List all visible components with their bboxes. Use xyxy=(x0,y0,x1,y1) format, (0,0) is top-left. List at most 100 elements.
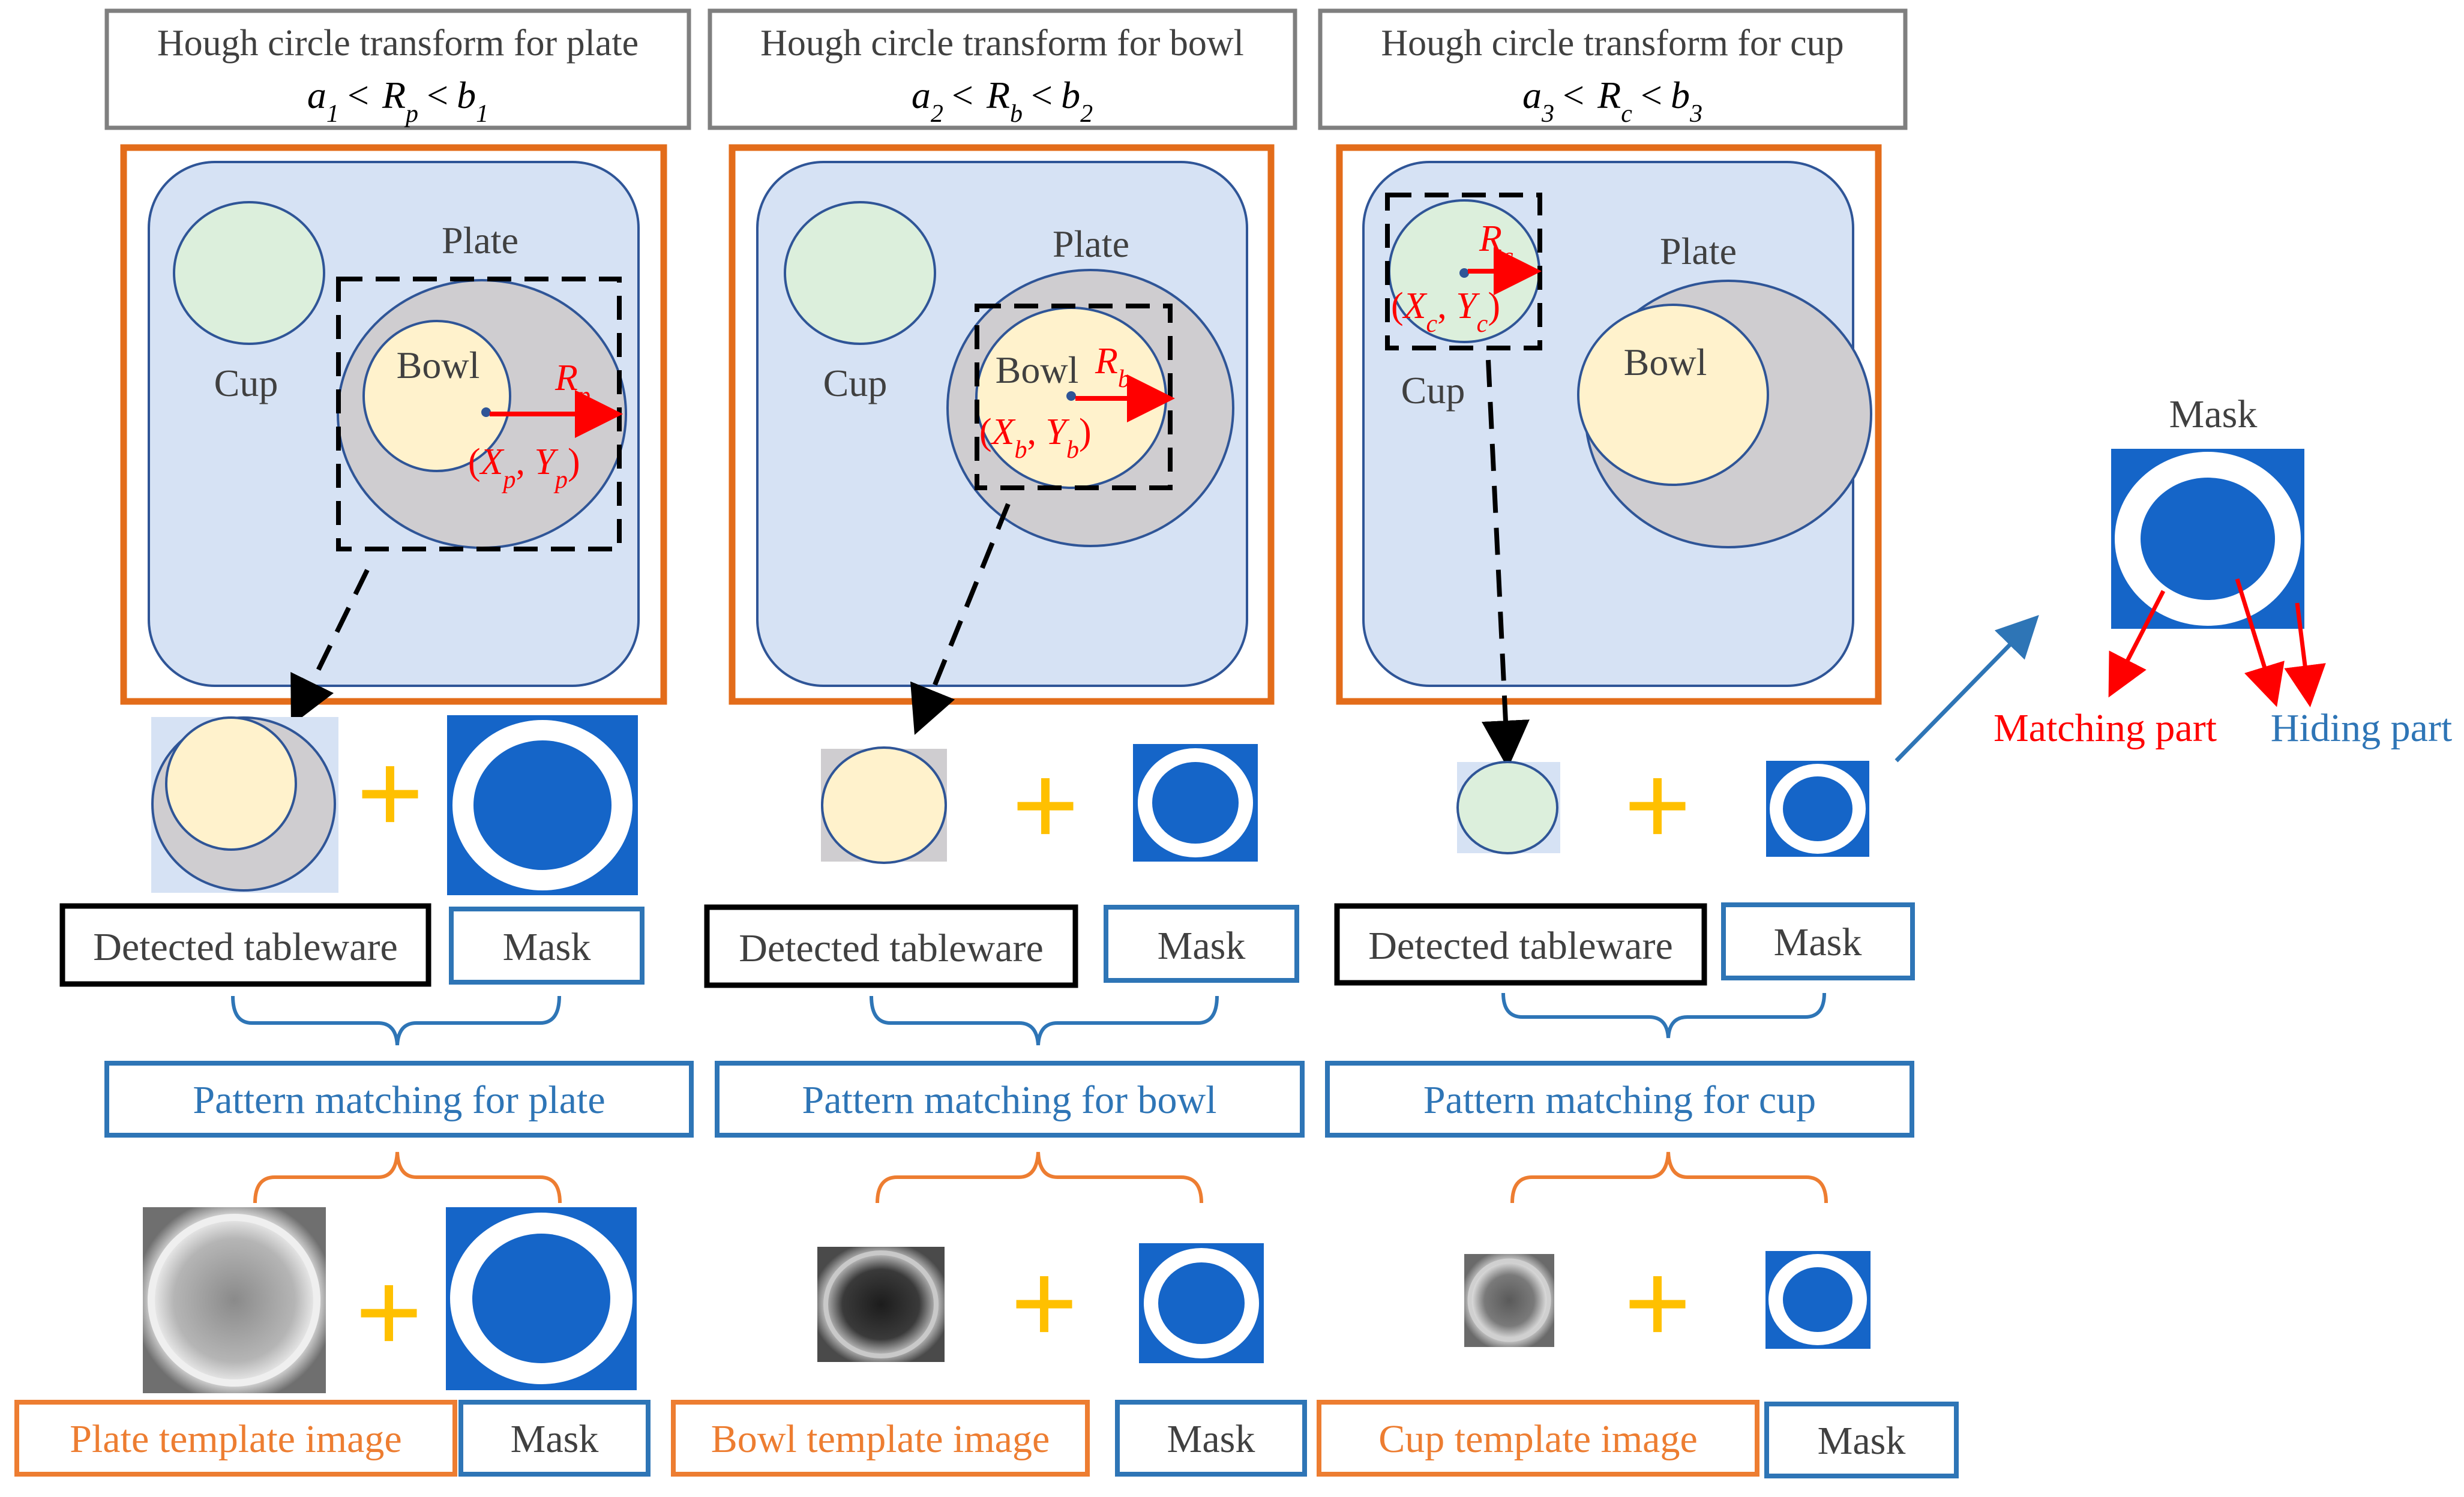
plus-sign: + xyxy=(1010,1238,1078,1370)
brace-blue-cup xyxy=(1501,992,1826,1039)
template-photo-plate xyxy=(143,1207,326,1393)
pattern-box-cup xyxy=(1325,1061,1914,1138)
template-label-plate: Plate template image xyxy=(70,1417,401,1461)
template-box-cup xyxy=(1317,1400,1759,1477)
center-point-cup xyxy=(1459,268,1469,278)
pattern-box-bowl xyxy=(715,1061,1305,1138)
detected-box-plate xyxy=(59,903,431,987)
plus-sign: + xyxy=(1623,740,1692,872)
plus-sign: + xyxy=(1623,1238,1692,1370)
mask-legend: Mask Matching part Hiding part xyxy=(1895,392,2452,763)
mask-center xyxy=(472,1234,610,1363)
mask-label-cup: Mask xyxy=(1774,920,1862,964)
pattern-label-plate: Pattern matching for plate xyxy=(193,1078,605,1122)
brace-orange-plate xyxy=(253,1151,562,1204)
mask-box-cup xyxy=(1721,902,1915,980)
center-point-plate xyxy=(481,407,491,417)
plus-sign: + xyxy=(356,728,424,860)
template-mask-label-bowl: Mask xyxy=(1167,1417,1255,1461)
template-mask-label-plate: Mask xyxy=(511,1417,599,1461)
center-label-plate: (Xp, Yp) xyxy=(468,442,580,494)
center-point-bowl xyxy=(1066,391,1076,401)
legend-mask-center xyxy=(2141,478,2275,600)
detected-label-plate: Detected tableware xyxy=(93,925,398,969)
matching-arrow xyxy=(2108,590,2166,698)
brace-orange-cup xyxy=(1510,1151,1828,1204)
template-box-bowl xyxy=(671,1400,1090,1477)
template-mask-box-cup xyxy=(1764,1402,1959,1478)
brace-blue-plate xyxy=(231,995,561,1046)
plus-sign: + xyxy=(355,1247,423,1379)
column-plate: Hough circle transform for plate a1<Rp<b… xyxy=(14,8,694,1477)
condition-bowl: a2<Rb<b2 xyxy=(912,74,1093,128)
title-bowl: Hough circle transform for bowl xyxy=(760,23,1244,64)
cup-shape xyxy=(173,201,325,345)
template-cup-rim xyxy=(1467,1258,1551,1342)
plus-sign: + xyxy=(1011,740,1080,872)
mask-label-bowl: Mask xyxy=(1158,924,1246,968)
crop-arrow-cup xyxy=(1481,359,1530,769)
bowl-label: Bowl xyxy=(996,349,1079,391)
detected-label-bowl: Detected tableware xyxy=(739,926,1044,970)
cup-label: Cup xyxy=(214,362,278,404)
pattern-label-bowl: Pattern matching for bowl xyxy=(802,1078,1216,1122)
hiding-part-label: Hiding part xyxy=(2271,706,2452,750)
hiding-arrow-2 xyxy=(2284,602,2326,707)
plate-label: Plate xyxy=(1053,223,1129,265)
brace-orange-bowl xyxy=(876,1151,1203,1204)
detected-bowl-shape xyxy=(165,716,297,851)
legend-arrow xyxy=(1895,614,2039,763)
hiding-arrow-1 xyxy=(2235,578,2285,707)
plate-label: Plate xyxy=(442,219,518,262)
condition-plate: a1<Rp<b1 xyxy=(307,74,488,128)
template-box-plate xyxy=(14,1400,457,1477)
matching-part-label: Matching part xyxy=(1994,706,2217,750)
mask-center xyxy=(1152,762,1239,844)
mask-center xyxy=(1783,776,1853,841)
radius-label-bowl: Rb xyxy=(1095,341,1131,393)
detected-cup-shape xyxy=(1456,761,1558,854)
bowl-label: Bowl xyxy=(397,344,480,386)
mask-center xyxy=(1158,1262,1245,1344)
detected-box-cup xyxy=(1334,903,1707,986)
bowl-label: Bowl xyxy=(1624,341,1707,383)
detected-box-bowl xyxy=(704,904,1078,988)
cup-label: Cup xyxy=(1401,369,1465,412)
condition-cup: a3<Rc<b3 xyxy=(1522,74,1702,128)
legend-title: Mask xyxy=(2169,392,2258,436)
pattern-box-plate xyxy=(104,1061,694,1138)
center-label-bowl: (Xb, Yb) xyxy=(979,412,1092,464)
bowl-shape xyxy=(1577,304,1769,486)
detected-bowl-shape xyxy=(821,746,947,864)
mask-center xyxy=(1783,1267,1853,1332)
title-box-plate xyxy=(104,8,691,130)
mask-center xyxy=(473,740,611,870)
title-cup: Hough circle transform for cup xyxy=(1381,23,1843,64)
mask-box-bowl xyxy=(1104,905,1299,983)
template-label-cup: Cup template image xyxy=(1378,1417,1698,1461)
bowl-shape xyxy=(362,320,511,472)
title-plate: Hough circle transform for plate xyxy=(157,23,639,64)
cup-label: Cup xyxy=(823,362,888,404)
template-mask-box-bowl xyxy=(1115,1400,1307,1477)
template-bowl-rim xyxy=(823,1250,939,1358)
crop-arrow-plate xyxy=(290,569,370,726)
column-bowl: Hough circle transform for bowl a2<Rb<b2… xyxy=(671,8,1307,1477)
mask-label-plate: Mask xyxy=(503,925,591,969)
template-mask-label-cup: Mask xyxy=(1818,1419,1906,1463)
column-cup: Hough circle transform for cup a3<Rc<b3 … xyxy=(1317,8,1959,1478)
title-box-bowl xyxy=(708,8,1297,130)
mask-box-plate xyxy=(449,907,645,985)
pattern-label-cup: Pattern matching for cup xyxy=(1423,1078,1816,1122)
center-label-cup: (Xc, Yc) xyxy=(1391,286,1500,338)
plate-label: Plate xyxy=(1660,230,1737,272)
template-photo-bowl xyxy=(817,1247,945,1362)
detected-label-cup: Detected tableware xyxy=(1368,924,1673,968)
radius-label-plate: Rp xyxy=(554,358,590,410)
template-photo-cup xyxy=(1464,1254,1554,1347)
template-label-bowl: Bowl template image xyxy=(711,1417,1050,1461)
title-box-cup xyxy=(1318,8,1908,130)
template-mask-box-plate xyxy=(458,1400,651,1477)
radius-label-cup: Rc xyxy=(1479,218,1513,271)
